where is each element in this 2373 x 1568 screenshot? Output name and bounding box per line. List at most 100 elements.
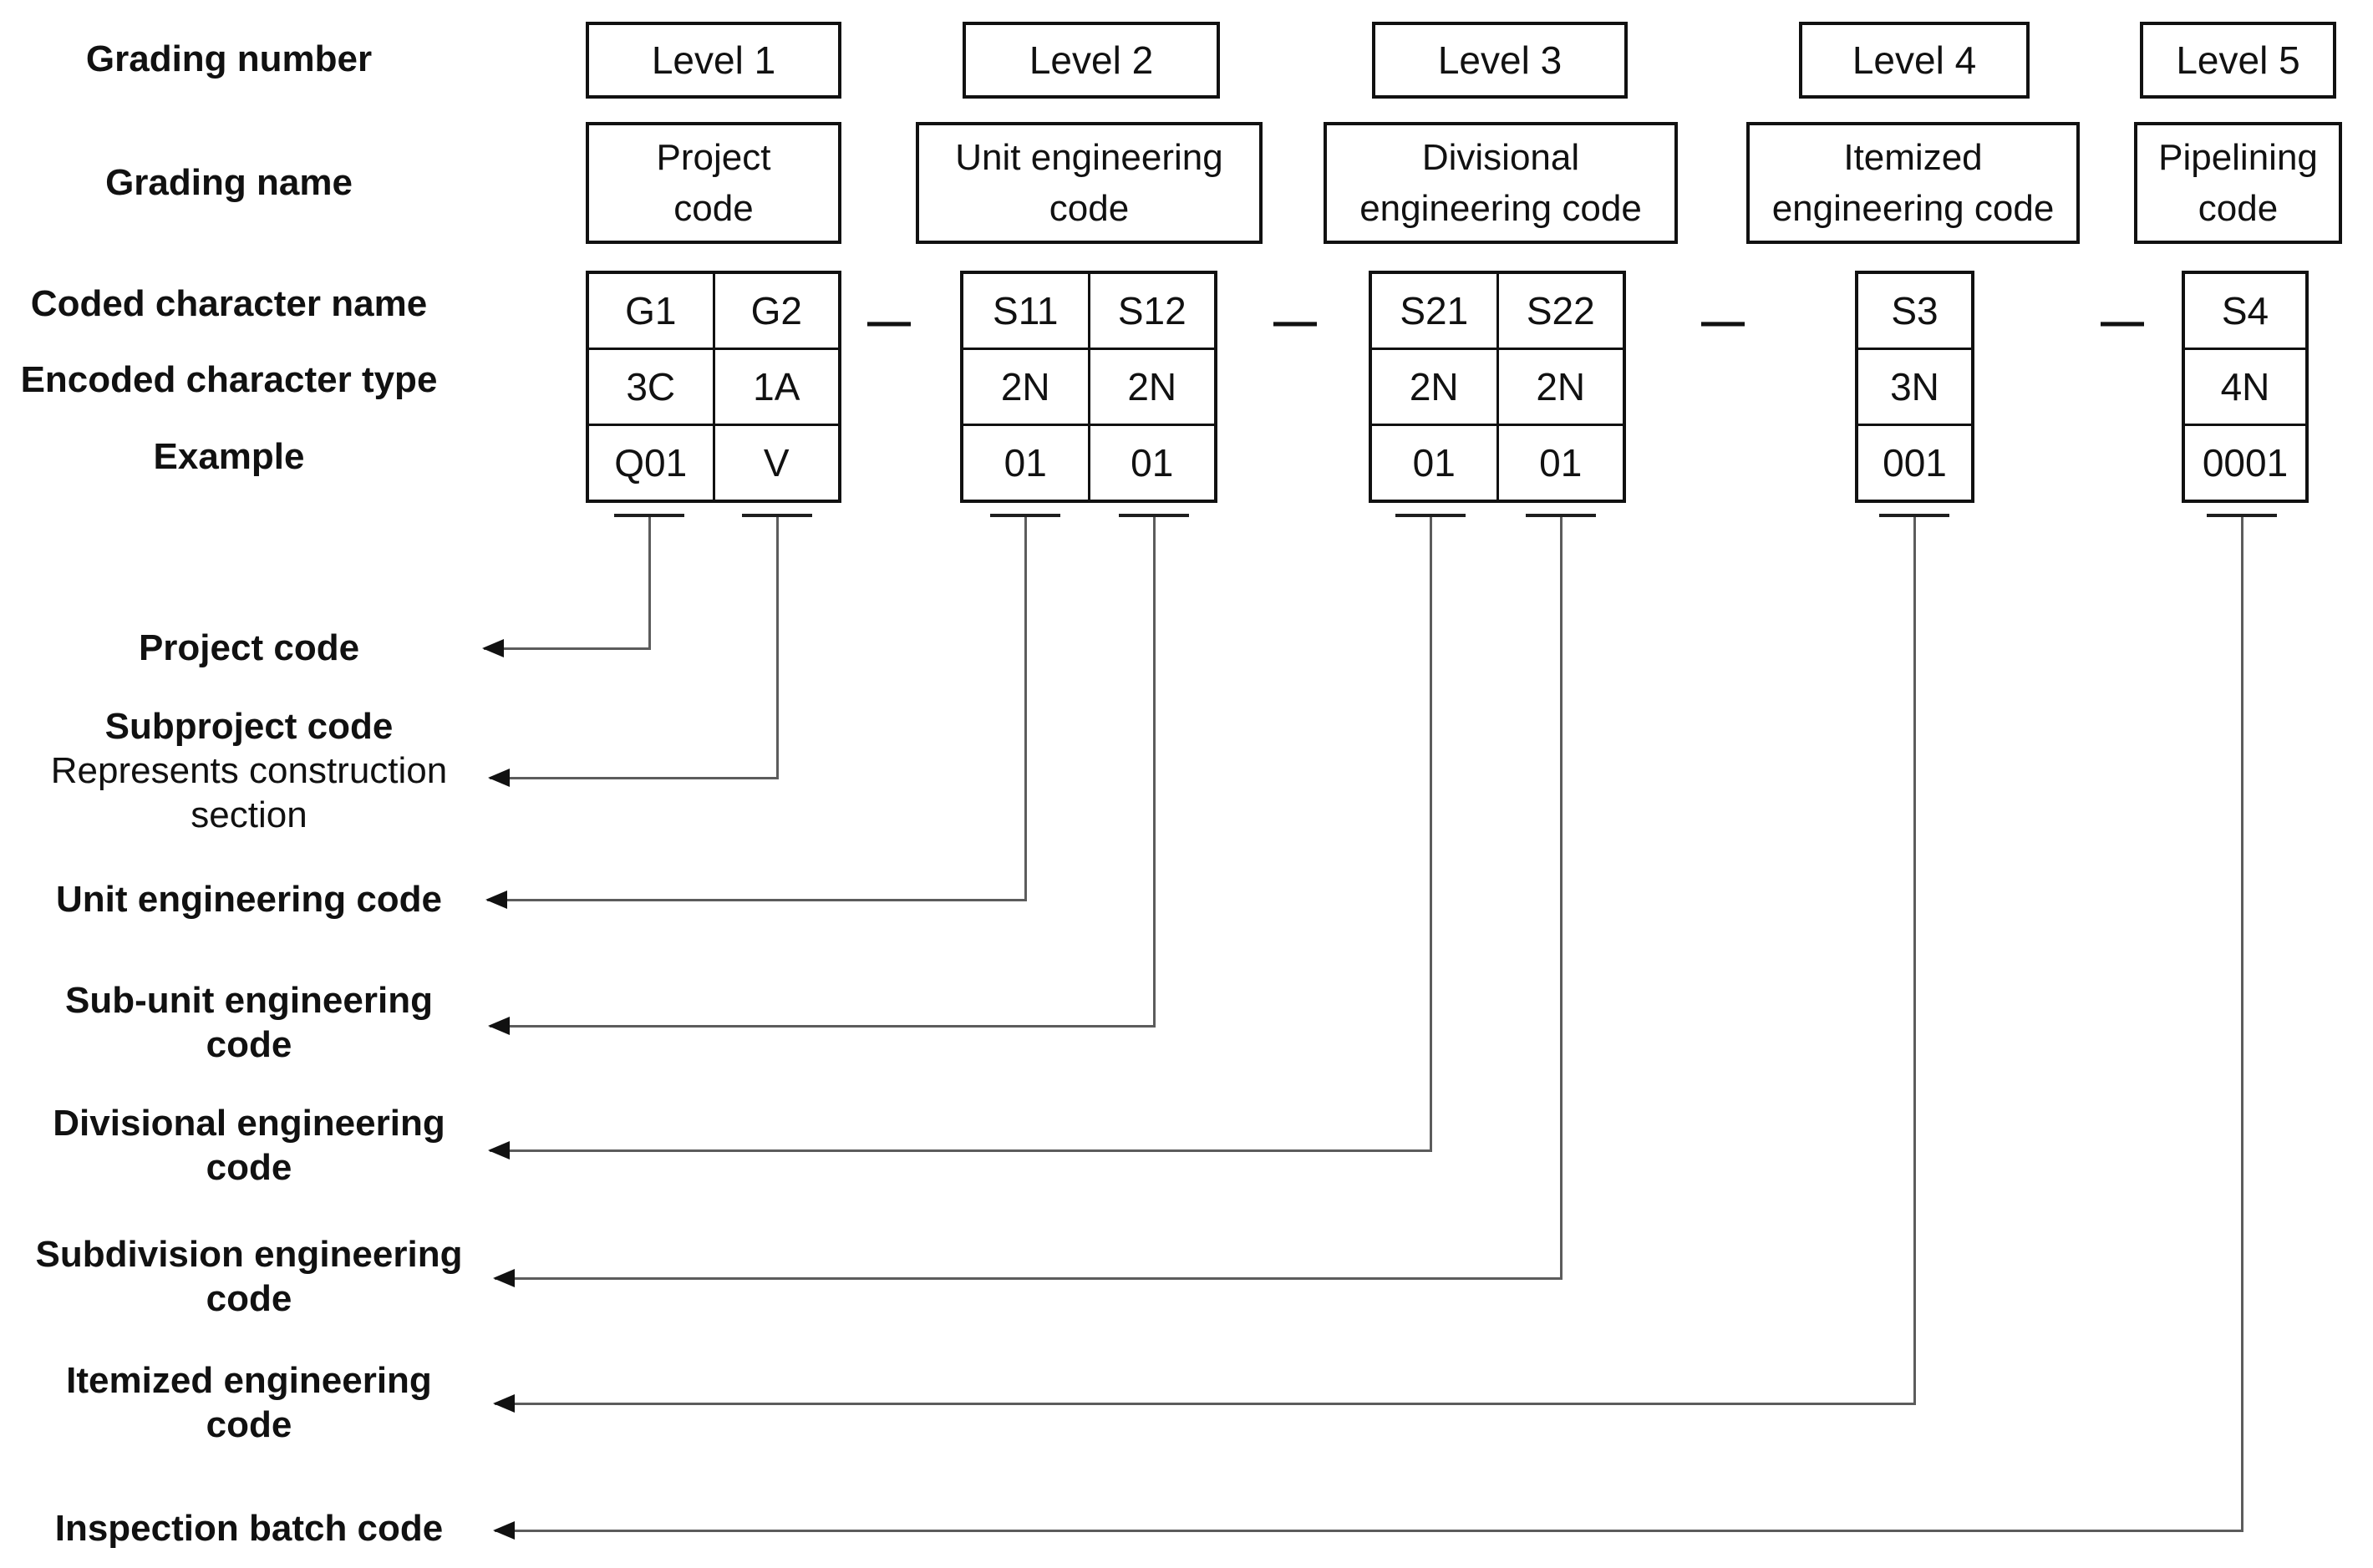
table-row: 001 bbox=[1858, 424, 1971, 500]
s4-leader-horizontal bbox=[495, 1530, 2243, 1532]
s3-tick-mark bbox=[1879, 514, 1949, 517]
char-type-cell: 2N bbox=[1087, 350, 1215, 424]
char-type-cell: 3N bbox=[1890, 365, 1939, 408]
level-4-code-table: S3 3N 001 bbox=[1855, 271, 1974, 503]
table-row: S4 bbox=[2185, 274, 2305, 348]
separator-dash: — bbox=[1273, 297, 1317, 346]
char-name-cell: G2 bbox=[712, 274, 839, 348]
s3-leader-horizontal bbox=[495, 1403, 1916, 1405]
char-name-cell: S4 bbox=[2221, 289, 2269, 332]
s21-leader-vertical bbox=[1430, 517, 1432, 1152]
table-row: 01 01 bbox=[963, 424, 1214, 500]
callout-project-code: Project code bbox=[0, 626, 498, 670]
table-row: 01 01 bbox=[1372, 424, 1623, 500]
callout-subproject-code: Subproject code Represents construction … bbox=[0, 704, 498, 837]
table-row: Q01 V bbox=[589, 424, 838, 500]
s4-leader-vertical bbox=[2241, 517, 2243, 1532]
callout-title: Subdivision engineering code bbox=[35, 1234, 463, 1319]
g1-tick-mark bbox=[614, 514, 684, 517]
s22-leader-horizontal bbox=[495, 1277, 1563, 1280]
callout-divisional-engineering-code: Divisional engineering code bbox=[0, 1101, 498, 1190]
table-row: G1 G2 bbox=[589, 274, 838, 348]
example-cell: 01 bbox=[1496, 426, 1623, 500]
s22-arrowhead-icon bbox=[493, 1269, 515, 1287]
level-5-name-box: Pipelining code bbox=[2134, 122, 2342, 244]
callout-title: Unit engineering code bbox=[55, 879, 443, 920]
s4-arrowhead-icon bbox=[493, 1521, 515, 1540]
s12-leader-horizontal bbox=[490, 1025, 1156, 1028]
char-name-cell: S21 bbox=[1400, 289, 1469, 332]
callout-title: Itemized engineering code bbox=[66, 1360, 432, 1445]
level-1-name-box: Project code bbox=[586, 122, 841, 244]
row-label-example: Example bbox=[153, 436, 305, 477]
row-label-coded-character-name: Coded character name bbox=[30, 283, 428, 324]
level-3-name-box: Divisional engineering code bbox=[1324, 122, 1678, 244]
char-name-cell: G1 bbox=[625, 289, 677, 332]
s12-leader-vertical bbox=[1153, 517, 1156, 1028]
callout-unit-engineering-code: Unit engineering code bbox=[0, 877, 498, 921]
char-type-cell: 2N bbox=[1000, 365, 1050, 408]
callout-inspection-batch-code: Inspection batch code bbox=[0, 1506, 498, 1550]
s11-tick-mark bbox=[990, 514, 1060, 517]
table-row: 2N 2N bbox=[963, 348, 1214, 424]
s22-tick-mark bbox=[1526, 514, 1596, 517]
separator-dash: — bbox=[2101, 297, 2144, 346]
callout-subtitle: Represents construction section bbox=[50, 750, 448, 835]
g1-arrowhead-icon bbox=[482, 639, 504, 657]
char-type-cell: 2N bbox=[1496, 350, 1623, 424]
s21-leader-horizontal bbox=[490, 1149, 1432, 1152]
char-type-cell: 4N bbox=[2220, 365, 2270, 408]
s22-leader-vertical bbox=[1560, 517, 1563, 1280]
g1-leader-horizontal bbox=[484, 647, 651, 650]
level-1-code-table: G1 G2 3C 1A Q01 V bbox=[586, 271, 841, 503]
g2-tick-mark bbox=[742, 514, 812, 517]
s12-tick-mark bbox=[1119, 514, 1189, 517]
char-type-cell: 1A bbox=[712, 350, 839, 424]
callout-title: Project code bbox=[138, 627, 360, 668]
level-2-code-table: S11 S12 2N 2N 01 01 bbox=[960, 271, 1217, 503]
s11-arrowhead-icon bbox=[485, 891, 507, 909]
char-type-cell: 2N bbox=[1409, 365, 1459, 408]
char-type-cell: 3C bbox=[626, 365, 676, 408]
s21-tick-mark bbox=[1395, 514, 1466, 517]
row-label-encoded-character-type: Encoded character type bbox=[20, 359, 438, 400]
s4-tick-mark bbox=[2207, 514, 2277, 517]
callout-itemized-engineering-code: Itemized engineering code bbox=[0, 1358, 498, 1447]
table-row: 3C 1A bbox=[589, 348, 838, 424]
g1-leader-vertical bbox=[648, 517, 651, 650]
level-2-name-box: Unit engineering code bbox=[916, 122, 1263, 244]
level-2-number-box: Level 2 bbox=[963, 22, 1220, 99]
s11-leader-vertical bbox=[1024, 517, 1027, 901]
table-row: 2N 2N bbox=[1372, 348, 1623, 424]
row-label-grading-number: Grading number bbox=[85, 38, 373, 79]
example-cell: Q01 bbox=[614, 441, 688, 485]
level-5-number-box: Level 5 bbox=[2140, 22, 2336, 99]
table-row: 4N bbox=[2185, 348, 2305, 424]
char-name-cell: S12 bbox=[1087, 274, 1215, 348]
table-row: S3 bbox=[1858, 274, 1971, 348]
callout-title: Inspection batch code bbox=[54, 1508, 444, 1549]
table-row: S21 S22 bbox=[1372, 274, 1623, 348]
example-cell: 01 bbox=[1004, 441, 1047, 485]
separator-dash: — bbox=[867, 297, 911, 346]
table-row: S11 S12 bbox=[963, 274, 1214, 348]
level-3-code-table: S21 S22 2N 2N 01 01 bbox=[1369, 271, 1626, 503]
separator-dash: — bbox=[1701, 297, 1745, 346]
level-5-code-table: S4 4N 0001 bbox=[2182, 271, 2309, 503]
s11-leader-horizontal bbox=[487, 899, 1027, 901]
example-cell: 001 bbox=[1883, 441, 1947, 485]
g2-leader-horizontal bbox=[490, 777, 779, 779]
g2-leader-vertical bbox=[776, 517, 779, 779]
callout-title: Subproject code bbox=[104, 706, 394, 747]
example-cell: 01 bbox=[1087, 426, 1215, 500]
char-name-cell: S3 bbox=[1891, 289, 1939, 332]
s12-arrowhead-icon bbox=[488, 1017, 510, 1035]
level-4-number-box: Level 4 bbox=[1799, 22, 2030, 99]
level-1-number-box: Level 1 bbox=[586, 22, 841, 99]
level-4-name-box: Itemized engineering code bbox=[1746, 122, 2080, 244]
g2-arrowhead-icon bbox=[488, 769, 510, 787]
level-3-number-box: Level 3 bbox=[1372, 22, 1628, 99]
char-name-cell: S22 bbox=[1496, 274, 1623, 348]
callout-title: Sub-unit engineering code bbox=[65, 980, 433, 1065]
s3-arrowhead-icon bbox=[493, 1394, 515, 1413]
